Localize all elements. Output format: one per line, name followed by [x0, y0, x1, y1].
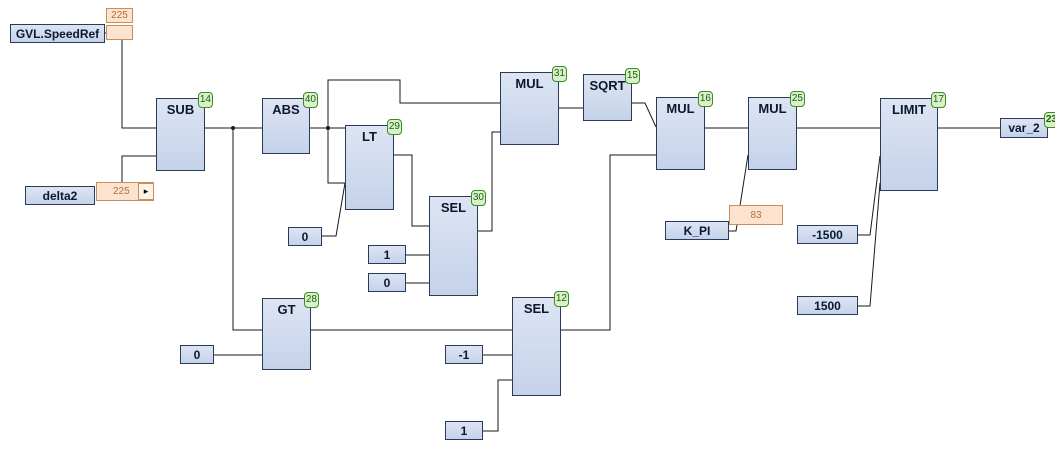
expand-arrow-icon[interactable]: ▸ — [138, 183, 154, 200]
block-title: SEL — [440, 200, 467, 215]
block-index-badge: 14 — [197, 92, 213, 108]
input-label: 1 — [383, 247, 391, 262]
input-delta2[interactable]: delta2 — [25, 186, 95, 205]
output-var-2[interactable]: var_2 23 — [1000, 112, 1055, 138]
block-title: SQRT — [589, 78, 626, 93]
block-title: LIMIT — [892, 102, 926, 117]
input-label: 0 — [383, 275, 391, 290]
input-minus-one[interactable]: -1 — [445, 345, 483, 364]
block-lt[interactable]: LT 29 — [345, 119, 402, 210]
block-index-badge: 30 — [470, 190, 486, 206]
input-label: 1500 — [814, 298, 841, 313]
block-title: MUL — [515, 76, 544, 91]
block-title: SEL — [523, 301, 550, 316]
block-index-badge: 17 — [930, 92, 946, 108]
output-index-badge: 23 — [1043, 112, 1055, 128]
input-label: 0 — [193, 347, 201, 362]
block-title: SUB — [166, 102, 195, 117]
monitor-k-pi-value: 83 — [729, 205, 783, 225]
block-limit[interactable]: LIMIT 17 — [880, 92, 946, 191]
input-gvl-speedref[interactable]: GVL.SpeedRef — [10, 24, 105, 43]
block-index-badge: 25 — [789, 91, 805, 107]
block-index-badge: 15 — [624, 68, 640, 84]
input-label: GVL.SpeedRef — [15, 26, 100, 41]
monitor-value: 83 — [750, 209, 762, 221]
input-zero-gt[interactable]: 0 — [180, 345, 214, 364]
block-title: MUL — [666, 101, 695, 116]
monitor-value: 225 — [111, 10, 128, 21]
monitor-delta2[interactable]: 225 ▸ — [96, 182, 154, 201]
block-index-badge: 28 — [303, 292, 319, 308]
block-title: MUL — [758, 101, 787, 116]
input-one-sel12[interactable]: 1 — [445, 421, 483, 440]
block-title: LT — [362, 129, 377, 144]
block-title: GT — [277, 302, 296, 317]
input-k-pi[interactable]: K_PI — [665, 221, 729, 240]
input-plus-1500[interactable]: 1500 — [797, 296, 858, 315]
input-label: 0 — [301, 229, 309, 244]
input-label: 1 — [460, 423, 468, 438]
block-title: ABS — [272, 102, 300, 117]
block-mul-31[interactable]: MUL 31 — [500, 66, 567, 145]
block-index-badge: 29 — [386, 119, 402, 135]
input-label: delta2 — [42, 188, 78, 203]
input-label: -1500 — [812, 227, 843, 242]
monitor-gvl-speedref-value: 225 — [106, 8, 133, 23]
input-zero-lt[interactable]: 0 — [288, 227, 322, 246]
block-index-badge: 12 — [553, 291, 569, 307]
block-abs[interactable]: ABS 40 — [262, 92, 318, 154]
block-index-badge: 31 — [551, 66, 567, 82]
block-mul-16[interactable]: MUL 16 — [656, 91, 713, 170]
block-sub[interactable]: SUB 14 — [156, 92, 213, 171]
block-gt[interactable]: GT 28 — [262, 292, 319, 370]
block-index-badge: 16 — [697, 91, 713, 107]
input-zero-sel30[interactable]: 0 — [368, 273, 406, 292]
monitor-value: 225 — [113, 186, 130, 197]
input-label: -1 — [458, 347, 470, 362]
input-label: K_PI — [683, 223, 711, 238]
input-minus-1500[interactable]: -1500 — [797, 225, 858, 244]
monitor-gvl-speedref-bar — [106, 25, 133, 40]
output-label: var_2 — [1008, 121, 1040, 135]
block-index-badge: 40 — [302, 92, 318, 108]
block-sel-12[interactable]: SEL 12 — [512, 291, 569, 396]
block-sqrt[interactable]: SQRT 15 — [583, 68, 640, 121]
block-mul-25[interactable]: MUL 25 — [748, 91, 805, 170]
input-one-sel30[interactable]: 1 — [368, 245, 406, 264]
block-sel-30[interactable]: SEL 30 — [429, 190, 486, 296]
